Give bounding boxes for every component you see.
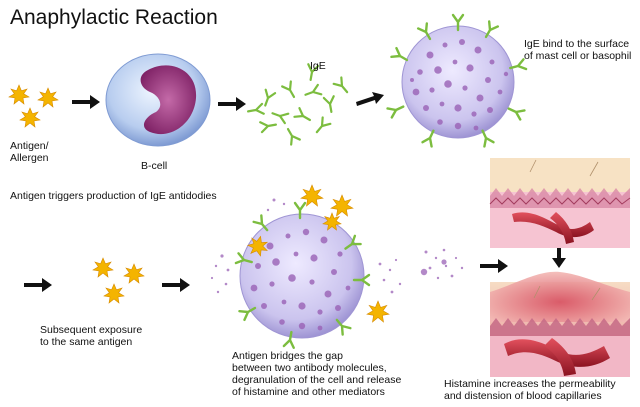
right-arrow-icon: [480, 259, 508, 273]
granules: [410, 39, 509, 131]
y-shaped-antibody-icon: [416, 22, 432, 41]
arrows: [24, 92, 566, 292]
y-shaped-antibody-icon: [344, 234, 362, 250]
label-subsequent-exposure: Subsequent exposure to the same antigen: [40, 324, 143, 348]
right-arrow-icon: [24, 278, 52, 292]
spiky-star-icon: [366, 300, 390, 323]
blood-vessel: [550, 212, 574, 244]
y-shaped-antibody-icon: [264, 88, 277, 107]
antigen-group-bottom: [92, 257, 145, 304]
y-shaped-antibody-icon: [507, 107, 526, 121]
y-shaped-antibody-icon: [484, 20, 500, 39]
spiky-star-icon: [92, 257, 114, 278]
mast-cell-degranulating: [210, 184, 464, 349]
y-shaped-antibody-icon: [307, 63, 320, 81]
y-shaped-antibody-icon: [322, 95, 335, 113]
label-antigen-allergen: Antigen/ Allergen: [10, 140, 49, 164]
ige-antibody-cluster: [247, 63, 349, 146]
bound-antigens: [246, 184, 390, 323]
spiky-star-icon: [246, 235, 269, 257]
right-arrow-icon: [72, 95, 100, 109]
swelling: [490, 271, 630, 322]
y-shaped-antibody-icon: [352, 273, 371, 287]
y-shaped-antibody-icon: [315, 116, 332, 134]
spiky-star-icon: [37, 87, 59, 108]
spiky-star-icon: [8, 84, 30, 105]
y-shaped-antibody-icon: [386, 105, 405, 119]
b-cell: [105, 53, 211, 147]
label-ige-bind: IgE bind to the surface of mast cell or …: [524, 38, 632, 62]
tissue-inflamed: [490, 271, 630, 377]
y-shaped-antibody-icon: [238, 306, 257, 322]
right-arrow-icon: [218, 97, 246, 111]
right-arrow-icon: [162, 278, 190, 292]
y-shaped-antibody-icon: [332, 76, 349, 94]
y-shaped-antibody-icon: [271, 112, 290, 125]
spiky-star-icon: [322, 212, 342, 231]
surface-ige: [386, 13, 528, 148]
tissue-normal: [489, 158, 631, 248]
b-cell-nucleus: [140, 65, 197, 135]
right-arrow-icon: [356, 92, 384, 106]
spiky-star-icon: [300, 184, 324, 207]
antigen-group-top: [8, 84, 59, 128]
y-shaped-antibody-icon: [282, 330, 295, 349]
y-shaped-antibody-icon: [281, 80, 296, 99]
y-shaped-antibody-icon: [304, 83, 323, 96]
y-shaped-antibody-icon: [293, 201, 307, 220]
y-shaped-antibody-icon: [451, 13, 465, 32]
y-shaped-antibody-icon: [509, 58, 528, 71]
y-shaped-antibody-icon: [421, 129, 435, 148]
y-shaped-antibody-icon: [247, 102, 265, 115]
y-shaped-antibody-icon: [390, 46, 409, 62]
y-shaped-antibody-icon: [259, 121, 277, 134]
spiky-star-icon: [330, 194, 354, 217]
label-antigen-triggers: Antigen triggers production of IgE antid…: [10, 190, 217, 202]
spiky-star-icon: [103, 283, 125, 304]
label-b-cell: B-cell: [141, 160, 168, 172]
spiky-star-icon: [19, 107, 41, 128]
diagram-title: Anaphylactic Reaction: [10, 6, 218, 29]
spiky-star-icon: [123, 263, 145, 284]
y-shaped-antibody-icon: [335, 318, 352, 336]
label-histamine-increases: Histamine increases the permeability and…: [444, 378, 616, 402]
y-shaped-antibody-icon: [293, 107, 312, 122]
granules: [250, 228, 351, 331]
blood-vessel: [512, 212, 594, 238]
surface-ige: [234, 201, 371, 349]
label-ige: IgE: [310, 60, 326, 72]
released-mediators: [210, 198, 464, 294]
mast-cell-top: [386, 13, 528, 148]
y-shaped-antibody-icon: [234, 252, 253, 265]
y-shaped-antibody-icon: [481, 129, 495, 148]
down-arrow-icon: [552, 244, 566, 268]
y-shaped-antibody-icon: [286, 127, 301, 146]
y-shaped-antibody-icon: [252, 214, 269, 232]
distended-blood-vessel: [544, 338, 576, 376]
label-antigen-bridges: Antigen bridges the gap between two anti…: [232, 350, 402, 398]
